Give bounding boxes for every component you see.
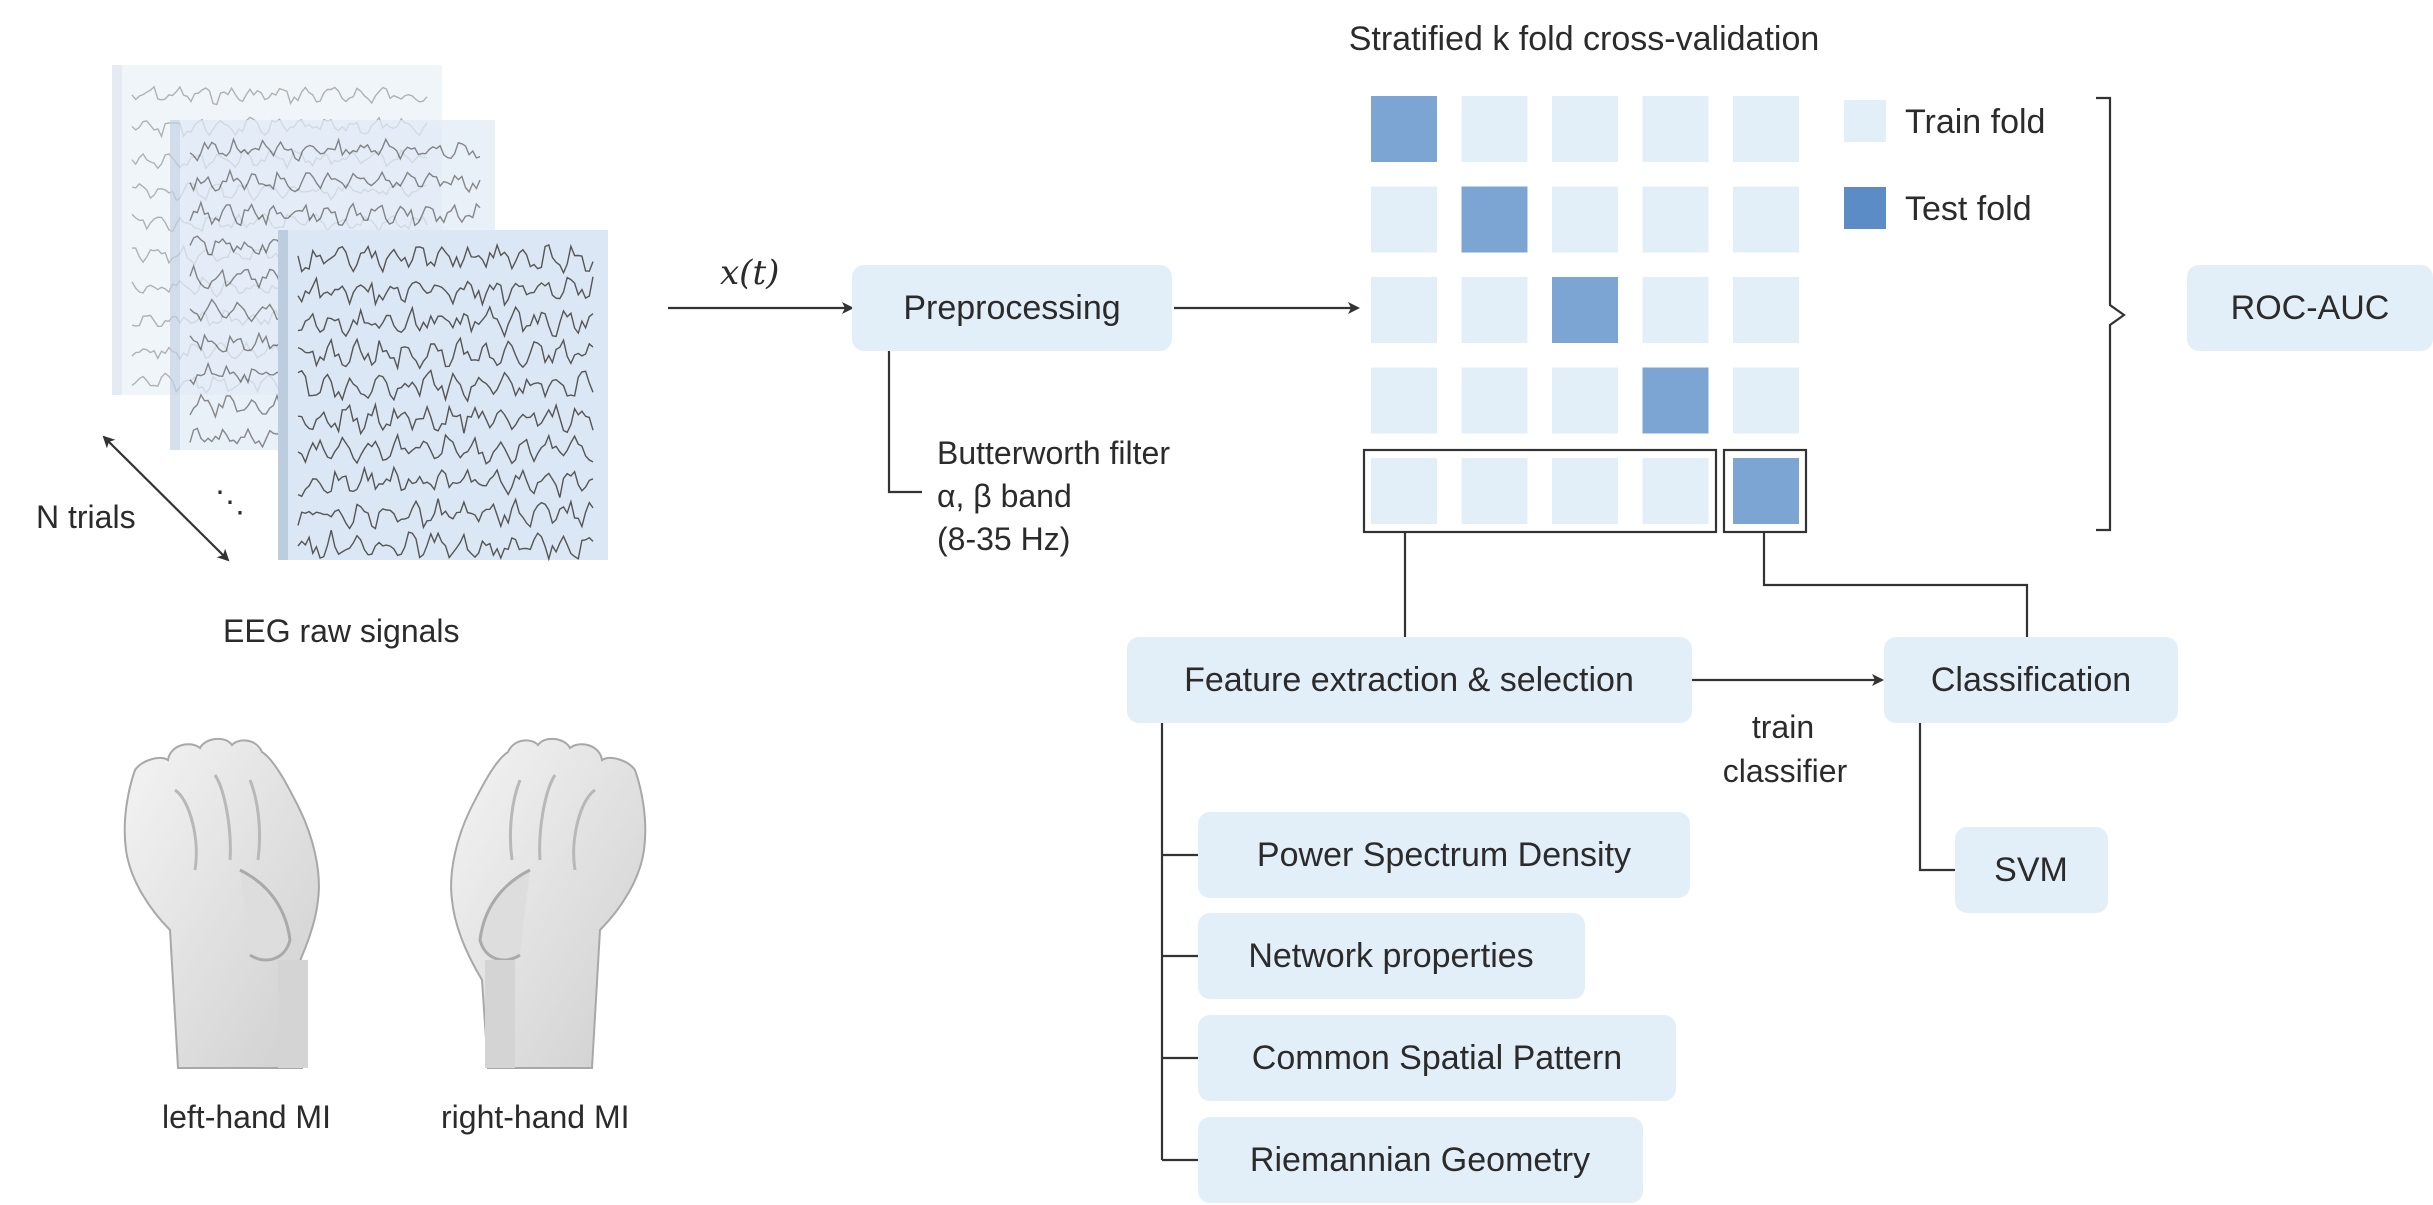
method-box-psd (1198, 812, 1690, 898)
eeg-caption: EEG raw signals (223, 613, 460, 649)
train-fold-cell (1552, 96, 1618, 162)
train-classifier-line-1: train (1752, 709, 1814, 745)
classifier-connector (1918, 723, 1955, 872)
train-fold-cell (1552, 458, 1618, 524)
test-fold-legend-swatch (1844, 187, 1886, 229)
test-connector (1762, 532, 2029, 637)
eeg-waveform (297, 530, 594, 562)
classification-label: Classification (1931, 661, 2131, 699)
svm-box (1955, 827, 2108, 913)
test-fold-cell (1371, 96, 1437, 162)
train-fold-cell (1371, 458, 1437, 524)
train-fold-cell (1461, 96, 1528, 162)
eeg-waveform (297, 336, 594, 371)
eeg-waveform (297, 276, 594, 307)
train-fold-cell (1733, 367, 1799, 434)
eeg-waveform (189, 168, 481, 194)
method-box-network (1198, 913, 1585, 999)
eeg-stack (112, 65, 608, 562)
filter-detail-line-2: α, β band (937, 478, 1072, 514)
test-fold-cell (1733, 458, 1799, 524)
train-fold-cell (1642, 277, 1709, 343)
signal-label: x(t) (720, 253, 779, 293)
feature-extraction-label: Feature extraction & selection (1184, 661, 1634, 699)
method-label-riemannian: Riemannian Geometry (1250, 1141, 1590, 1179)
eeg-waveform (189, 200, 481, 227)
filter-detail-line-3: (8-35 Hz) (937, 521, 1070, 557)
eeg-waveform (297, 401, 594, 436)
train-fold-cell (1461, 277, 1528, 343)
classification-box (1884, 637, 2178, 723)
preprocessing-box (852, 265, 1172, 351)
train-fold-cell (1371, 277, 1437, 343)
train-fold-cell (1642, 96, 1709, 162)
eeg-waveform (297, 305, 594, 339)
cv-fold-grid (1371, 96, 1799, 524)
left-hand-label: left-hand MI (162, 1099, 331, 1135)
eeg-waveform (297, 465, 594, 498)
trials-label: N trials (36, 499, 136, 535)
method-label-csp: Common Spatial Pattern (1252, 1039, 1622, 1077)
svm-label: SVM (1994, 851, 2068, 889)
eeg-waveform (131, 85, 428, 106)
metric-box (2187, 265, 2433, 351)
train-fold-highlight (1362, 448, 1718, 534)
method-box-riemannian (1198, 1117, 1643, 1203)
train-fold-cell (1642, 186, 1709, 253)
train-fold-cell (1552, 367, 1618, 434)
train-fold-legend-swatch (1844, 100, 1886, 142)
filter-detail-line-1: Butterworth filter (937, 435, 1170, 471)
feature-extraction-box (1127, 637, 1692, 723)
train-fold-cell (1371, 186, 1437, 253)
method-label-psd: Power Spectrum Density (1257, 836, 1631, 874)
fist-icon (450, 737, 647, 1069)
train-fold-legend-label: Train fold (1905, 103, 2045, 141)
train-fold-cell (1733, 186, 1799, 253)
train-fold-cell (1371, 367, 1437, 434)
feature-methods-connector (1160, 723, 1198, 1162)
test-fold-cell (1552, 277, 1618, 343)
method-label-network: Network properties (1248, 937, 1533, 975)
train-fold-cell (1461, 367, 1528, 434)
eeg-page-front (278, 230, 608, 562)
train-fold-cell (1733, 277, 1799, 343)
eeg-waveform (297, 242, 594, 275)
eeg-waveform (189, 137, 481, 162)
train-fold-cell (1461, 458, 1528, 524)
test-fold-cell (1461, 186, 1528, 253)
test-fold-cell (1642, 367, 1709, 434)
right-hand-label: right-hand MI (441, 1099, 630, 1135)
eeg-waveform (297, 368, 594, 403)
fist-icon (123, 737, 320, 1069)
brace-icon (2096, 96, 2126, 532)
eeg-waveform (297, 432, 594, 465)
metric-label: ROC-AUC (2231, 289, 2390, 327)
eeg-waveform (297, 497, 594, 530)
train-fold-cell (1552, 186, 1618, 253)
train-classifier-line-2: classifier (1723, 753, 1848, 789)
train-fold-cell (1733, 96, 1799, 162)
test-fold-legend-label: Test fold (1905, 190, 2032, 228)
train-fold-cell (1642, 458, 1709, 524)
method-box-csp (1198, 1015, 1676, 1101)
trials-dots: ⋱ (215, 486, 245, 519)
preprocessing-connector (887, 351, 922, 494)
preprocessing-label: Preprocessing (903, 289, 1120, 327)
cv-title: Stratified k fold cross-validation (1349, 20, 1820, 58)
double-arrow-icon (102, 435, 230, 562)
